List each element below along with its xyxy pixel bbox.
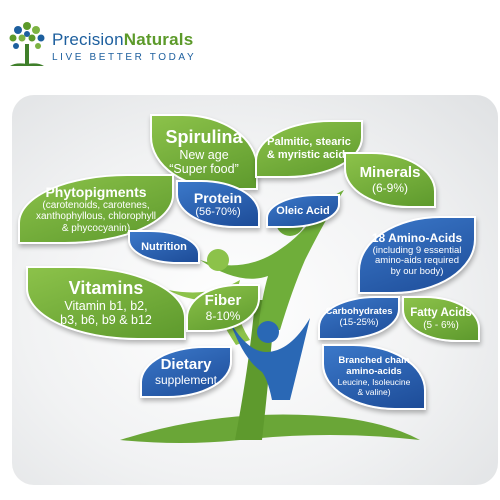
- leaf-spirulina-title: Spirulina: [165, 127, 243, 148]
- leaf-dietary-title: Dietary: [160, 356, 212, 374]
- leaf-minerals-value: (6-9%): [371, 180, 408, 195]
- leaf-branched-title1: Branched chain: [338, 355, 410, 367]
- brand-header: PrecisionNaturals LIVE BETTER TODAY: [0, 0, 500, 85]
- brand-name-part2: Naturals: [123, 30, 194, 49]
- leaf-fatty-title: Fatty Acids: [410, 306, 472, 319]
- leaf-oleic-title: Oleic Acid: [276, 204, 330, 217]
- leaf-fiber-value: 8-10%: [205, 308, 241, 323]
- leaf-acids-line2: & myristic acids: [266, 149, 352, 161]
- leaf-nutrition-title: Nutrition: [141, 240, 187, 253]
- leaf-dietary-line1: supplement: [154, 372, 218, 387]
- leaf-carbs-title: Carbohydrates: [325, 306, 393, 318]
- brand-name-part1: Precision: [52, 30, 124, 49]
- leaf-phytopigments-line2: xanthophyllous, chlorophyll: [35, 211, 157, 223]
- leaf-carbs-value: (15-25%): [339, 317, 379, 328]
- leaf-amino-line2: amino-aids required: [375, 255, 459, 267]
- leaf-spirulina-line2: “Super food”: [169, 162, 239, 177]
- leaf-branched-line1: Leucine, Isoleucine: [337, 377, 411, 388]
- brand-tagline: LIVE BETTER TODAY: [52, 52, 197, 63]
- leaf-amino-line3: by our body): [390, 266, 444, 278]
- tree-logo-icon: [9, 22, 45, 66]
- leaf-branched-line2: & valine): [357, 386, 391, 397]
- brand-name: PrecisionNaturals: [52, 30, 193, 50]
- leaf-amino-line1: (including 9 essential: [372, 244, 462, 256]
- leaf-branched-title2: amino-acids: [346, 366, 402, 378]
- leaf-spirulina-line1: New age: [179, 147, 229, 162]
- leaf-fiber-title: Fiber: [204, 292, 242, 310]
- leaf-acids-line1: Palmitic, stearic: [267, 136, 351, 149]
- leaf-phytopigments-title: Phytopigments: [45, 183, 147, 200]
- leaf-phytopigments-line3: & phycocyanin): [61, 222, 131, 234]
- leaf-vitamins-title: Vitamins: [68, 278, 144, 299]
- leaf-minerals-title: Minerals: [359, 164, 421, 182]
- leaf-phytopigments-line1: (carotenoids, carotenes,: [42, 199, 150, 211]
- leaf-amino-title: 18 Amino-Acids: [371, 230, 463, 245]
- leaf-oleic-acid: Oleic Acid: [266, 194, 340, 228]
- leaf-nutrition: Nutrition: [128, 230, 200, 264]
- leaf-protein-title: Protein: [193, 189, 243, 206]
- leaf-vitamins-line1: Vitamin b1, b2,: [64, 298, 148, 313]
- leaf-protein-value: (56-70%): [195, 205, 241, 218]
- leaf-fatty-value: (5 - 6%): [423, 319, 459, 331]
- leaf-vitamins-line2: b3, b6, b9 & b12: [60, 313, 152, 328]
